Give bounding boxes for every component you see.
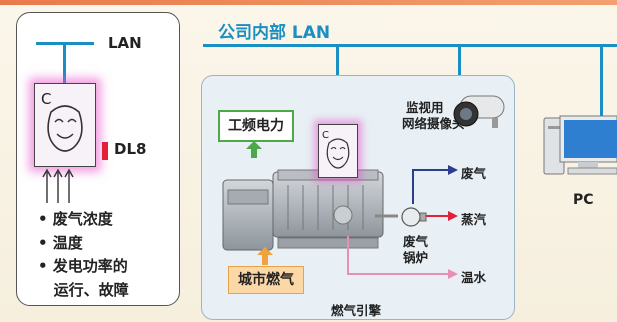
engine-label: 燃气引擎 — [331, 303, 382, 318]
company-lan-line — [203, 44, 617, 47]
up-arrow-green-icon — [246, 141, 262, 158]
boiler-label-line: 废气 — [403, 234, 429, 249]
header-stripe — [0, 0, 617, 5]
gas-engine-icon — [222, 169, 384, 251]
dl8-face-icon: C — [322, 130, 350, 169]
dl8-device: C — [34, 83, 96, 167]
company-lan-label: 公司内部 LAN — [218, 23, 331, 43]
camera-label-line: 监视用 — [406, 100, 444, 115]
sensor-input-arrows — [42, 168, 74, 203]
svg-text:C: C — [322, 130, 329, 141]
dl8-indicator — [102, 142, 108, 160]
svg-text:C: C — [41, 90, 51, 108]
camera-label-line: 网络摄像头 — [402, 116, 465, 131]
camera-label: 监视用 网络摄像头 — [402, 100, 465, 132]
lan-drop-pc — [600, 44, 603, 124]
power-output-box: 工频电力 — [218, 110, 294, 142]
dl8-face-icon: C — [41, 90, 83, 152]
sensor-item: • 废气浓度 — [38, 210, 113, 228]
engine-dl8-device: C — [318, 124, 358, 178]
network-camera-icon — [453, 95, 505, 128]
sensor-item: • 温度 — [38, 233, 83, 252]
sensor-item: 运行、故障 — [38, 280, 129, 299]
pc-icon — [543, 115, 617, 175]
up-arrow-orange-icon — [257, 247, 273, 265]
dl8-label: DL8 — [114, 140, 147, 158]
sensor-item: • 发电功率的 — [38, 257, 128, 275]
sensor-item-list: • 废气浓度 • 温度 • 发电功率的 运行、故障 — [38, 208, 129, 302]
exhaust-label: 废气 — [461, 166, 487, 181]
hot-water-label: 温水 — [461, 270, 487, 285]
city-gas-box: 城市燃气 — [228, 266, 304, 294]
local-lan-drop — [63, 42, 66, 83]
steam-label: 蒸汽 — [461, 212, 487, 227]
local-lan-label: LAN — [108, 34, 142, 52]
boiler-label-line: 锅炉 — [403, 250, 429, 265]
flow-arrows — [347, 165, 458, 279]
boiler-label: 废气 锅炉 — [403, 234, 428, 266]
lan-drop-camera — [458, 44, 461, 94]
pc-label: PC — [573, 192, 594, 208]
